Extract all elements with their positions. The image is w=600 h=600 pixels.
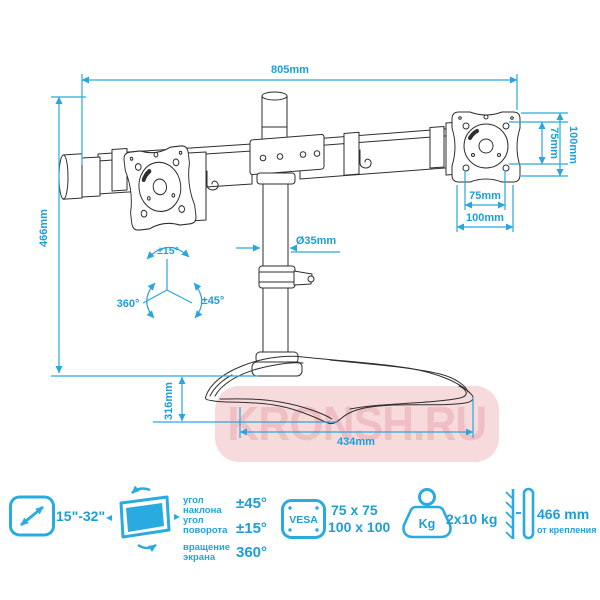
mount-height-note: от крепления (537, 525, 597, 535)
cable-clip-left (206, 170, 219, 191)
rotation-label: вращение экрана (183, 542, 231, 563)
arm-clamp-bracket (249, 133, 325, 185)
vesa-h75-label: 75mm (469, 190, 501, 202)
screen-size-icon (9, 495, 55, 537)
watermark-text: KRONSH.RU (227, 397, 487, 451)
cable-clip-right (359, 149, 372, 169)
weight-value: 2x10 kg (446, 511, 498, 527)
mount-drawing (58, 91, 522, 425)
arm-right (299, 121, 461, 180)
swivel-arrow-left (106, 515, 112, 521)
vesa-size-2: 100 x 100 (328, 519, 391, 535)
vesa-h100-label: 100mm (466, 212, 504, 224)
dimension-lines (51, 74, 568, 438)
dim-pole-label: Ø35mm (296, 235, 337, 247)
mount-height-icon (505, 487, 535, 540)
base-width-label: 434mm (337, 436, 375, 448)
tilt-value: ±45° (236, 495, 267, 512)
vesa-size-1: 75 x 75 (331, 502, 378, 518)
weight-icon: Kg (402, 488, 452, 539)
swivel-value: ±15° (236, 520, 267, 537)
dim-height-label: 466mm (38, 209, 50, 247)
technical-drawing: 805mm 466mm Ø35mm ±15° 360° ±45° 75mm 10… (38, 64, 579, 448)
weight-icon-label: Kg (419, 517, 436, 531)
monitor-rotation-icon (106, 485, 180, 552)
vesa-v100-label: 100mm (567, 126, 579, 164)
wall-hatch (505, 491, 513, 539)
tilt-arrow-bottom (137, 543, 157, 552)
swivel-angle-label: 360° (117, 298, 140, 310)
rotation-value: 360° (236, 544, 268, 561)
screen-size-value: 15"-32" (56, 508, 106, 524)
swivel-arrow-right (174, 514, 180, 520)
rotate-angle-label: ±45° (202, 295, 225, 307)
tilt-angle-label: ±15° (157, 245, 179, 257)
base-depth-label: 316mm (163, 382, 175, 420)
tilt-label: угол наклона (183, 495, 222, 516)
vesa-icon-label: VESA (289, 514, 318, 526)
pole (251, 183, 315, 377)
pole-clamp-ring (258, 265, 315, 289)
swivel-label: угол поворота (183, 515, 228, 536)
tilt-arrow-top (131, 485, 151, 494)
dimension-labels: 805mm 466mm Ø35mm ±15° 360° ±45° 75mm 10… (38, 64, 579, 448)
vesa-icon: VESA (281, 499, 326, 539)
vesa-v75-label: 75mm (548, 127, 560, 159)
dim-width-label: 805mm (271, 64, 309, 76)
mount-height-value: 466 mm (537, 506, 590, 522)
watermark-badge: KRONSH.RU (215, 386, 499, 462)
